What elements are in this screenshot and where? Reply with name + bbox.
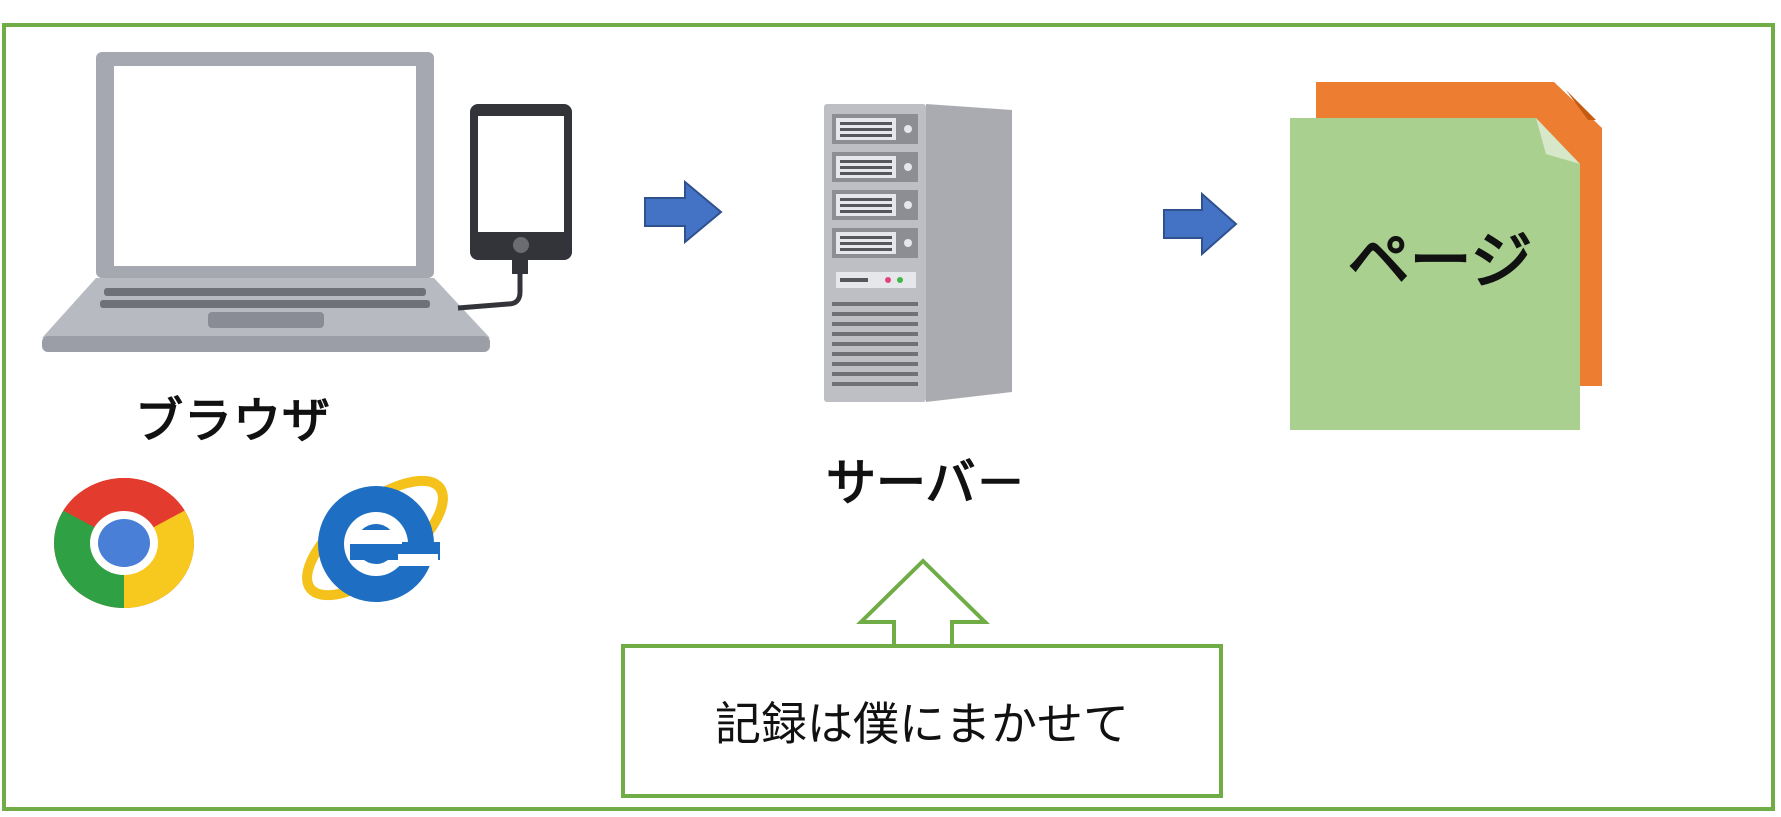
arrow-right-icon xyxy=(1162,191,1238,257)
browser-label: ブラウザ xyxy=(135,393,332,449)
laptop-icon xyxy=(40,50,492,355)
smartphone-icon xyxy=(454,102,574,312)
callout-text: 記録は僕にまかせて xyxy=(715,697,1129,751)
diagram-frame xyxy=(2,23,1775,811)
server-tower-icon xyxy=(822,102,1014,404)
page-label: ページ xyxy=(1347,224,1533,297)
callout-box: 記録は僕にまかせて xyxy=(621,644,1223,798)
internet-explorer-icon xyxy=(290,458,460,618)
arrow-up-icon xyxy=(856,558,990,650)
document-icon xyxy=(1288,80,1604,432)
server-label: サーバ－ xyxy=(826,454,1026,512)
chrome-icon xyxy=(52,476,196,610)
arrow-right-icon xyxy=(643,179,723,245)
